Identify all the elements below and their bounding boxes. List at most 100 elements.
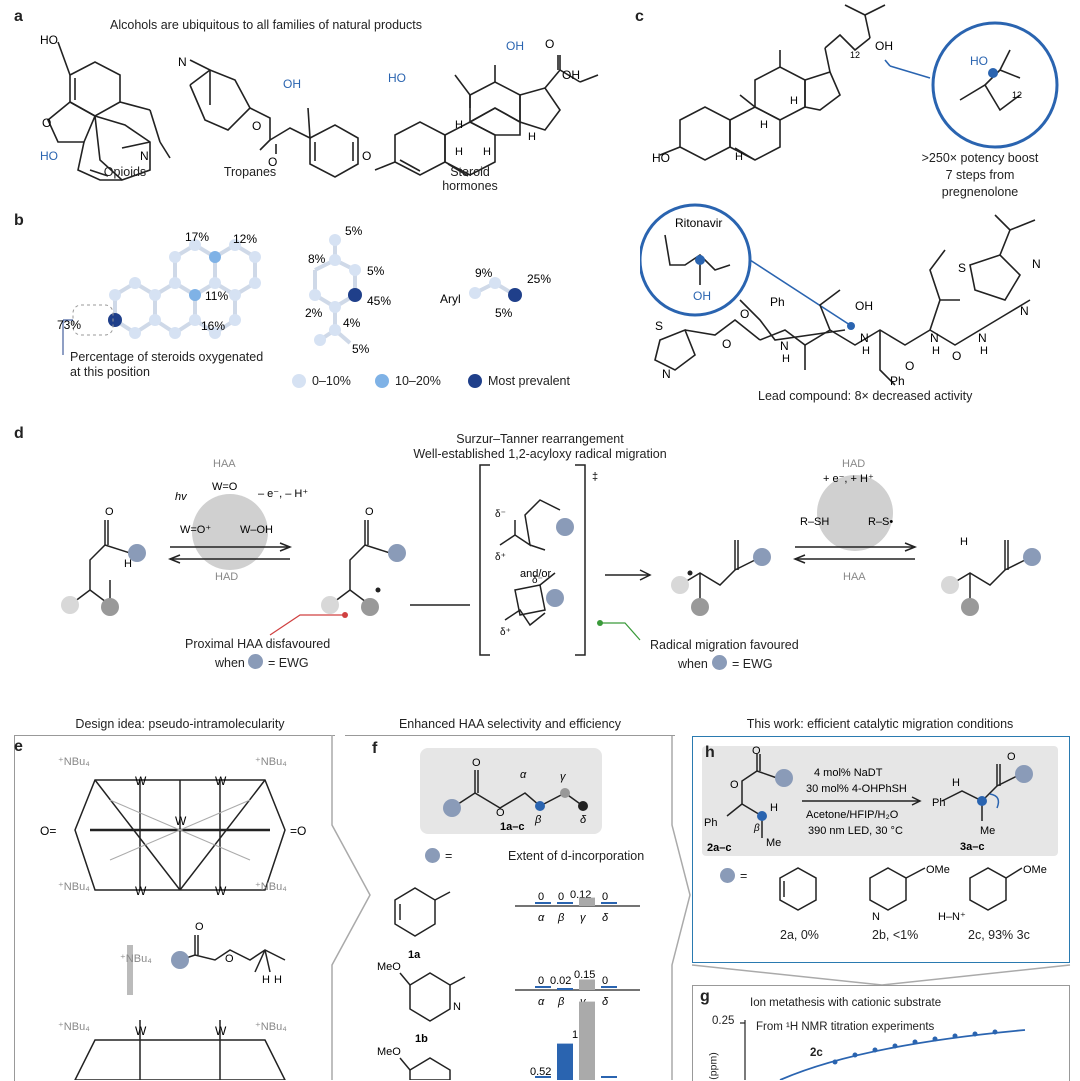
w-atom: W — [135, 884, 147, 898]
atom-label: O — [905, 359, 914, 373]
hn-label: H–N⁺ — [938, 911, 966, 923]
atom-label: OH — [855, 299, 873, 313]
delta-plus-label: δ⁺ — [500, 627, 511, 638]
atom-label: HO — [388, 71, 406, 85]
atom-label: H — [455, 119, 463, 131]
row-1b-id: 1b — [415, 1033, 428, 1045]
bar-1c-γ — [579, 1001, 595, 1080]
had-label: HAD — [215, 571, 238, 583]
compound-box — [420, 748, 602, 834]
bar-label: 0.15 — [574, 969, 595, 981]
w-atom: W — [175, 814, 187, 828]
h-label: H — [274, 974, 282, 986]
ome-label: OMe — [1023, 864, 1047, 876]
atom-label: Ph — [770, 295, 785, 309]
and-or-label: and/or — [520, 568, 552, 580]
eq-o-label: =O — [290, 824, 306, 838]
compound-id: 1a–c — [500, 821, 524, 833]
atom-label: N — [860, 331, 869, 345]
atom-label: H — [455, 146, 463, 158]
panel-e-frame — [14, 735, 335, 1081]
bar-label: 0.52 — [530, 1066, 551, 1078]
me-label: Me — [980, 825, 995, 837]
atom-label: O — [252, 119, 261, 133]
legend-swatch-light — [292, 374, 306, 388]
panel-e-heading: Design idea: pseudo-intramolecularity — [75, 717, 285, 731]
pct-label: 17% — [185, 230, 209, 244]
cation-label: ⁺NBu₄ — [255, 756, 287, 768]
w-atom: W — [215, 1024, 227, 1038]
legend-light-label: 0–10% — [312, 374, 351, 388]
legend-swatch-dark — [468, 374, 482, 388]
series-label: 2c — [810, 1047, 823, 1059]
condition-4: 390 nm LED, 30 °C — [808, 825, 903, 837]
atom-label: N — [1020, 304, 1029, 318]
equals-label: = — [740, 869, 748, 883]
steroid-note: Percentage of steroids oxygenated at thi… — [70, 350, 264, 379]
atom-label: N — [930, 331, 939, 345]
tropanes-label: Tropanes — [223, 165, 277, 179]
atom-label: O — [268, 155, 277, 169]
caption-line-3: pregnenolone — [941, 185, 1019, 199]
condition-1: 4 mol% NaDT — [814, 767, 883, 779]
pct-label: 5% — [352, 342, 370, 356]
atom-label: O — [722, 337, 731, 351]
cation-label: ⁺NBu₄ — [58, 881, 90, 893]
delta-minus-label: δ⁻ — [532, 575, 543, 586]
atom-label: H — [932, 345, 940, 357]
greek-label: γ — [580, 912, 587, 924]
meo-label: MeO — [377, 961, 401, 973]
condition-2: 30 mol% 4-OHPhSH — [806, 783, 907, 795]
legend-dark-label: Most prevalent — [488, 374, 570, 388]
substituent-circle-icon — [425, 848, 440, 863]
panel-g-label: g — [700, 988, 710, 1005]
h-label: H — [952, 777, 960, 789]
atom-label: N — [662, 367, 671, 381]
result-2c: 2c, 93% 3c — [968, 928, 1030, 942]
condition-3: Acetone/HFIP/H₂O — [806, 809, 899, 821]
compound-structure: O O α β γ δ 1a–c — [443, 757, 588, 833]
ritonavir-label: Ritonavir — [675, 216, 722, 230]
o-label: O — [496, 807, 505, 819]
atom-label: N — [978, 331, 987, 345]
panel-a-title: Alcohols are ubiquitous to all families … — [110, 18, 422, 32]
ewg-label: = EWG — [268, 656, 309, 670]
greek-label: δ — [602, 996, 609, 1008]
panel-h-frame — [692, 736, 1070, 963]
pct-label: 5% — [345, 225, 363, 238]
ome-label: OMe — [926, 864, 950, 876]
panel-d-scheme: HAA hv W=O – e⁻, – H⁺ W=O⁺ W–OH HAD H O … — [61, 458, 1041, 656]
atom-label: N — [1032, 257, 1041, 271]
atom-label: H — [735, 151, 743, 163]
pct-label: 11% — [205, 289, 228, 303]
ewg-circle-icon — [712, 655, 727, 670]
substituent-circle-icon — [720, 868, 735, 883]
bar-1c-α — [535, 1076, 551, 1078]
greek-label: α — [538, 996, 545, 1008]
pct-label: 2% — [305, 306, 323, 320]
delta-minus-label: δ⁻ — [495, 509, 506, 520]
atom-label: H — [790, 95, 798, 107]
atom-label: O — [952, 349, 961, 363]
had-cycle-label: HAD — [842, 458, 865, 470]
w-o-label: W=O — [212, 481, 238, 493]
o-label: O — [225, 953, 234, 965]
atom-label: N — [178, 55, 187, 69]
y-axis-label: (ppm) — [707, 1052, 720, 1080]
atom-label: H — [980, 345, 988, 357]
proximal-when: when — [215, 656, 245, 670]
steroid-hormones-label: Steroid hormones — [442, 165, 498, 193]
radical-note: Radical migration favoured — [650, 638, 799, 652]
atom-label: OH — [506, 39, 524, 53]
w-atom: W — [135, 774, 147, 788]
cation-label: ⁺NBu₄ — [58, 1021, 90, 1033]
starting-material-id: 2a–c — [707, 842, 731, 854]
atom-label: O — [545, 37, 554, 51]
beta-label: β — [753, 823, 760, 834]
delta-plus-label: δ⁺ — [495, 552, 506, 563]
atom-label: OH — [693, 289, 711, 303]
ewg-circle-icon — [248, 654, 263, 669]
bar-1a-β — [557, 902, 573, 904]
bar-label: 0 — [602, 891, 608, 903]
separator-chevron — [671, 735, 691, 1080]
